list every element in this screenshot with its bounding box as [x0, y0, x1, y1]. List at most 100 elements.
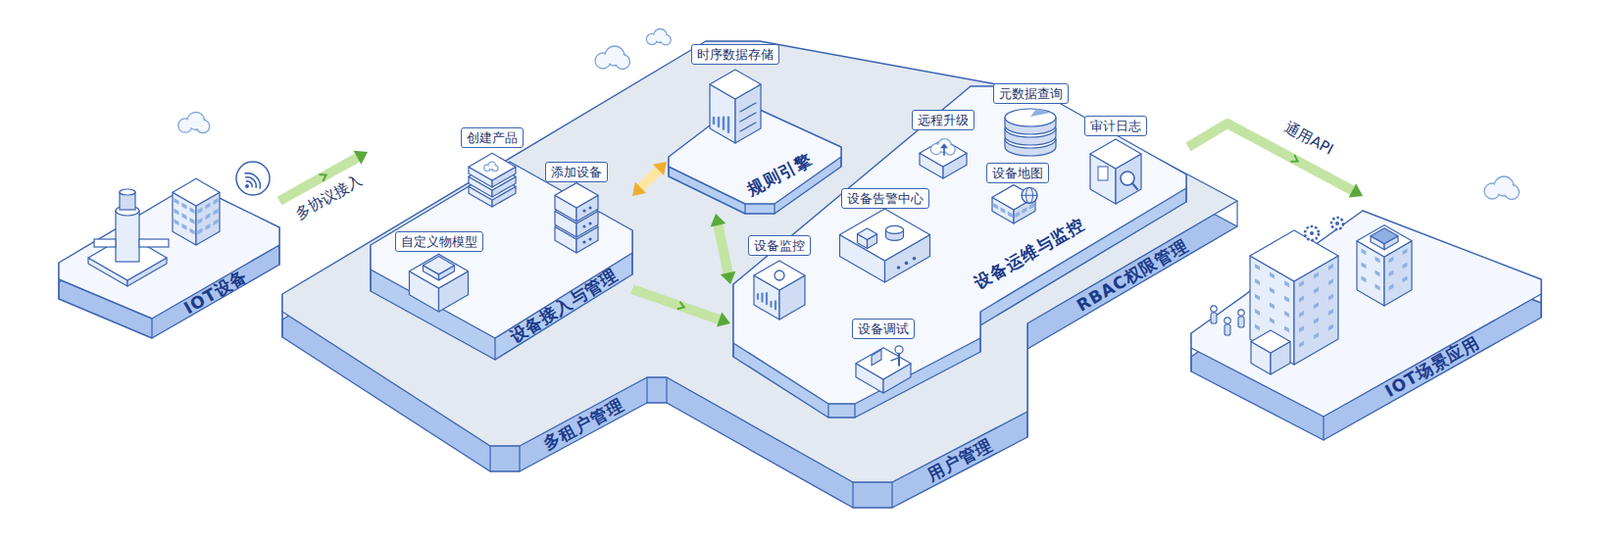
- detail-line: [1021, 195, 1038, 197]
- window: [1029, 202, 1035, 210]
- laptop: [871, 350, 882, 366]
- window: [1328, 263, 1334, 271]
- module-icon: [1004, 108, 1056, 156]
- box-face: [409, 253, 469, 289]
- window: [182, 223, 188, 231]
- pie-slice: [1030, 108, 1050, 117]
- box-face: [554, 183, 599, 208]
- window: [1313, 301, 1319, 309]
- platform-label: RBAC权限管理: [1073, 235, 1193, 316]
- pipe: [139, 239, 169, 248]
- window: [1389, 270, 1395, 278]
- detail-line: [773, 203, 775, 214]
- detail-line: [979, 338, 981, 352]
- platform: 设备接入与管理创建产品添加设备自定义物模型: [367, 127, 633, 383]
- module-tag: 审计日志: [1084, 115, 1148, 137]
- module-tag: 创建产品: [460, 127, 524, 149]
- arrowhead: [353, 150, 368, 165]
- feature-module: 远程升级: [906, 109, 980, 183]
- platform: IOT设备: [53, 147, 280, 344]
- platform-top: [58, 184, 280, 319]
- cloud-part: [485, 165, 490, 170]
- cloud-part: [493, 166, 498, 171]
- platform-art: [58, 161, 280, 339]
- feature-module: 审计日志: [1078, 115, 1153, 208]
- box-face: [172, 178, 220, 206]
- led: [582, 240, 586, 244]
- window: [1299, 296, 1304, 303]
- window: [190, 217, 196, 225]
- window: [1313, 272, 1319, 280]
- pump-cap: [119, 189, 136, 196]
- gear: [1331, 217, 1344, 230]
- pump-body: [115, 210, 140, 262]
- led: [588, 237, 592, 241]
- module-icon: [840, 208, 931, 283]
- window: [182, 212, 188, 220]
- platform-label: 设备接入与管理: [505, 264, 622, 348]
- detail-line: [891, 482, 893, 508]
- detail-line: [765, 293, 768, 304]
- window: [1361, 261, 1367, 269]
- box-face: [468, 152, 516, 181]
- cloud-part: [1505, 186, 1519, 200]
- platform-art: [733, 86, 1187, 418]
- window: [1284, 280, 1290, 288]
- wifi-dot: [245, 184, 250, 189]
- window: [174, 218, 180, 226]
- flow-chevron: [677, 301, 685, 310]
- module-tag: 设备告警中心: [841, 188, 930, 209]
- window: [1254, 263, 1260, 271]
- detail-line: [631, 252, 633, 275]
- box-face: [1370, 228, 1399, 245]
- cloud-part: [616, 55, 630, 69]
- window: [1284, 310, 1290, 318]
- window: [174, 208, 180, 216]
- platform-label: IOT设备: [180, 265, 251, 318]
- window: [190, 206, 196, 214]
- feature-module: 元数据查询: [985, 83, 1076, 159]
- window: [1299, 310, 1304, 318]
- node-art: [53, 147, 280, 344]
- platform-top: [1191, 210, 1542, 417]
- detail-line: [369, 269, 371, 292]
- window: [213, 208, 219, 216]
- detail-line: [1132, 183, 1138, 190]
- wifi-wave: [245, 177, 256, 189]
- detail-line: [712, 117, 716, 124]
- box-face: [1250, 330, 1291, 353]
- feature-module: 设备监控: [740, 235, 819, 324]
- window: [198, 228, 203, 236]
- window: [1313, 287, 1319, 295]
- platform-top: [370, 161, 633, 339]
- detail-line: [898, 353, 900, 366]
- window: [205, 202, 211, 210]
- box-face: [709, 69, 761, 100]
- window: [1313, 317, 1319, 325]
- detail-line: [281, 311, 283, 338]
- feature-module: 设备告警中心: [823, 188, 947, 287]
- led: [588, 205, 592, 209]
- feature-module: 添加设备: [537, 161, 616, 257]
- window: [205, 223, 211, 231]
- led: [588, 221, 592, 225]
- window: [1402, 261, 1408, 269]
- detail-line: [827, 403, 829, 418]
- detail-line: [732, 343, 734, 357]
- person-head: [1238, 309, 1245, 316]
- module-tag: 添加设备: [545, 161, 608, 183]
- platform: 规则引擎时序数据存储: [666, 39, 844, 214]
- window: [1361, 248, 1367, 255]
- platform: 设备运维与监控远程升级元数据查询审计日志设备地图设备告警中心设备监控设备调试: [730, 83, 1189, 424]
- window: [1284, 296, 1290, 303]
- flow-connector: [1188, 123, 1354, 192]
- feature-module: 设备调试: [843, 318, 924, 398]
- detail-line: [853, 403, 855, 418]
- platform: IOT场景应用: [1189, 196, 1545, 444]
- window: [1299, 341, 1304, 349]
- window: [1328, 308, 1334, 316]
- box-face: [423, 255, 455, 274]
- module-tag: 设备监控: [748, 235, 811, 256]
- window: [182, 202, 188, 210]
- platform-label: 用户管理: [923, 434, 996, 485]
